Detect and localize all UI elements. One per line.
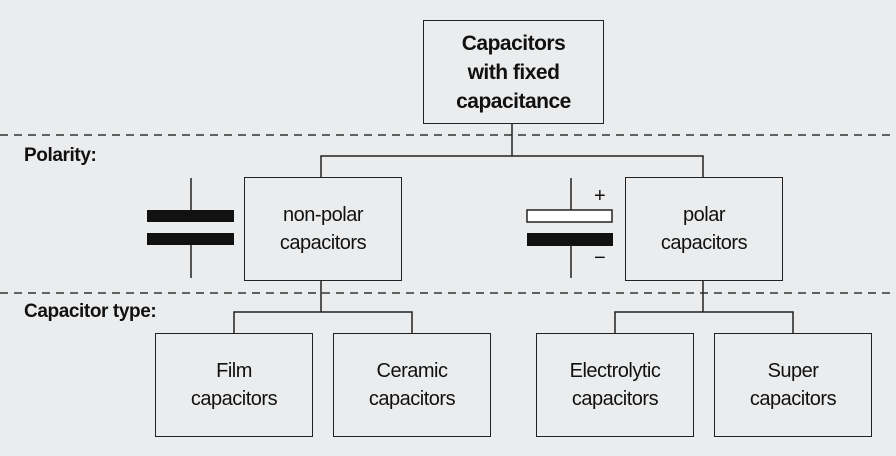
section-label-polarity: Polarity: [24, 145, 97, 166]
node-polar: polar capacitors [625, 177, 783, 281]
connector-polarity-split [320, 155, 704, 178]
node-label: Electrolytic [569, 360, 661, 382]
node-label: capacitors [190, 388, 278, 410]
section-label-capacitor-type: Capacitor type: [24, 301, 157, 322]
node-label: Super [767, 360, 819, 382]
node-film: Film capacitors [155, 333, 313, 437]
node-label: capacitors [279, 232, 367, 254]
connector-polar-split [614, 311, 794, 334]
node-label: capacitors [660, 232, 748, 254]
root-line-1: Capacitors [461, 31, 566, 55]
node-label: capacitors [749, 388, 837, 410]
node-electrolytic: Electrolytic capacitors [536, 333, 694, 437]
node-label: Ceramic [376, 360, 448, 382]
node-label: capacitors [368, 388, 456, 410]
node-label: Film [216, 360, 252, 382]
node-nonpolar: non-polar capacitors [244, 177, 402, 281]
node-ceramic: Ceramic capacitors [333, 333, 491, 437]
nonpolar-capacitor-symbol [147, 178, 234, 278]
connector-nonpolar-split [233, 311, 413, 334]
minus-sign: − [594, 247, 606, 269]
root-node: Capacitors with fixed capacitance [423, 20, 604, 124]
node-label: non-polar [282, 204, 364, 226]
plus-sign: + [594, 185, 606, 207]
polar-capacitor-symbol [526, 178, 613, 278]
root-line-2: with fixed [467, 60, 560, 84]
node-label: polar [683, 204, 725, 226]
root-line-3: capacitance [456, 89, 571, 113]
node-label: capacitors [571, 388, 659, 410]
node-super: Super capacitors [714, 333, 872, 437]
